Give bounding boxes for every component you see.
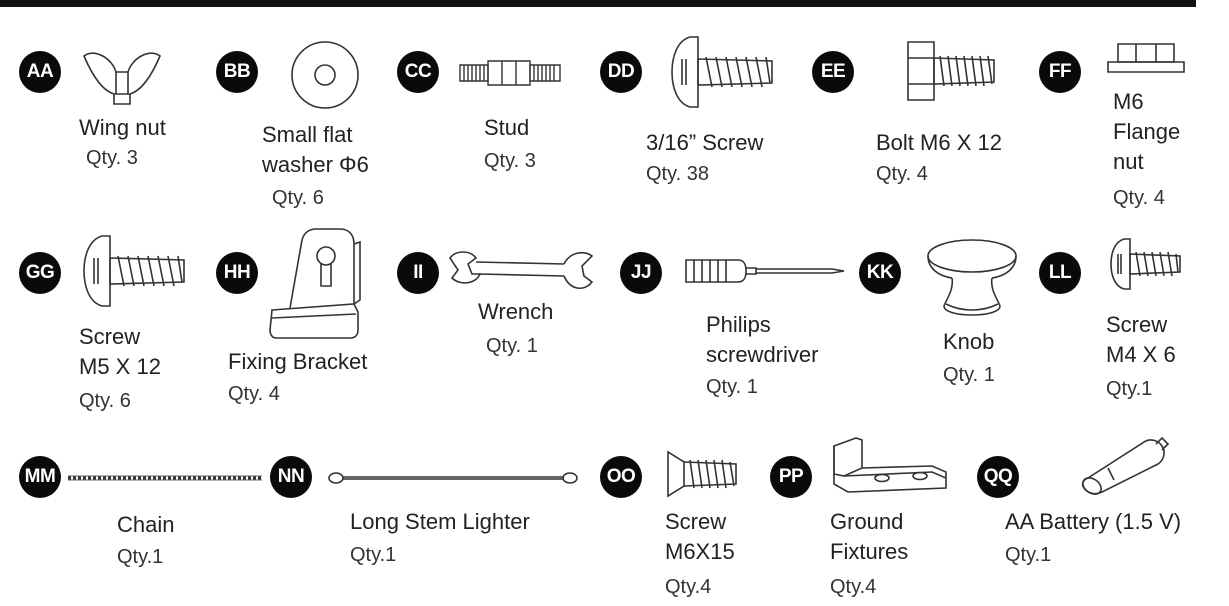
badge-ll: LL bbox=[1039, 252, 1081, 294]
part-qty-ll: Qty.1 bbox=[1106, 378, 1153, 400]
part-qty-gg: Qty. 6 bbox=[79, 390, 131, 412]
badge-oo: OO bbox=[600, 456, 642, 498]
part-name-ee: Bolt M6 X 12 bbox=[876, 130, 1002, 155]
part-qty-jj: Qty. 1 bbox=[706, 376, 758, 398]
part-name-ll: Screw M4 X 6 bbox=[1106, 312, 1176, 367]
part-name-pp: Ground Fixtures bbox=[830, 509, 909, 564]
wing-nut-icon bbox=[78, 44, 166, 110]
part-name-bb: Small flat washer Φ6 bbox=[262, 122, 369, 177]
flat-washer-icon bbox=[289, 36, 361, 114]
knob-icon bbox=[922, 234, 1022, 324]
part-name-gg: Screw M5 X 12 bbox=[79, 324, 161, 379]
badge-bb: BB bbox=[216, 51, 258, 93]
part-name-ii: Wrench bbox=[478, 299, 554, 324]
part-name-kk: Knob bbox=[943, 329, 995, 354]
part-qty-pp: Qty.4 bbox=[830, 576, 877, 598]
badge-kk: KK bbox=[859, 252, 901, 294]
screw-icon bbox=[668, 33, 780, 111]
part-qty-qq: Qty.1 bbox=[1005, 544, 1052, 566]
badge-ee: EE bbox=[812, 51, 854, 93]
screwdriver-icon bbox=[684, 256, 850, 286]
part-qty-ee: Qty. 4 bbox=[876, 163, 928, 185]
part-name-mm: Chain bbox=[117, 512, 175, 537]
badge-dd: DD bbox=[600, 51, 642, 93]
part-qty-cc: Qty. 3 bbox=[484, 150, 536, 172]
part-name-nn: Long Stem Lighter bbox=[350, 509, 530, 534]
badge-qq: QQ bbox=[977, 456, 1019, 498]
wrench-icon bbox=[446, 248, 596, 294]
badge-ii: II bbox=[397, 252, 439, 294]
part-name-jj: Philips screwdriver bbox=[706, 312, 819, 367]
badge-hh: HH bbox=[216, 252, 258, 294]
lighter-icon bbox=[326, 468, 582, 488]
screw-icon bbox=[1108, 236, 1184, 292]
part-name-oo: Screw M6X15 bbox=[665, 509, 735, 564]
part-name-aa: Wing nut bbox=[79, 115, 166, 140]
part-qty-oo: Qty.4 bbox=[665, 576, 712, 598]
part-name-cc: Stud bbox=[484, 115, 530, 140]
stud-icon bbox=[454, 58, 570, 88]
flat-head-screw-icon bbox=[664, 448, 742, 500]
badge-aa: AA bbox=[19, 51, 61, 93]
part-qty-dd: Qty. 38 bbox=[646, 163, 709, 185]
part-qty-kk: Qty. 1 bbox=[943, 364, 995, 386]
badge-jj: JJ bbox=[620, 252, 662, 294]
part-qty-nn: Qty.1 bbox=[350, 544, 397, 566]
chain-icon bbox=[66, 472, 264, 484]
part-qty-mm: Qty.1 bbox=[117, 546, 164, 568]
battery-icon bbox=[1078, 432, 1170, 496]
screw-icon bbox=[80, 232, 190, 310]
part-name-hh: Fixing Bracket bbox=[228, 349, 368, 374]
badge-pp: PP bbox=[770, 456, 812, 498]
part-name-dd: 3/16” Screw bbox=[646, 130, 764, 155]
badge-gg: GG bbox=[19, 252, 61, 294]
part-qty-aa: Qty. 3 bbox=[86, 147, 138, 169]
badge-cc: CC bbox=[397, 51, 439, 93]
badge-nn: NN bbox=[270, 456, 312, 498]
flange-nut-icon bbox=[1104, 40, 1188, 80]
part-qty-bb: Qty. 6 bbox=[272, 187, 324, 209]
part-qty-ii: Qty. 1 bbox=[486, 335, 538, 357]
part-name-qq: AA Battery (1.5 V) bbox=[1005, 509, 1182, 534]
part-qty-ff: Qty. 4 bbox=[1113, 187, 1165, 209]
top-rule bbox=[0, 0, 1196, 7]
part-qty-hh: Qty. 4 bbox=[228, 383, 280, 405]
part-name-ff: M6 Flange nut bbox=[1113, 89, 1181, 174]
fixing-bracket-icon bbox=[268, 226, 364, 342]
bolt-icon bbox=[904, 38, 1000, 104]
badge-ff: FF bbox=[1039, 51, 1081, 93]
badge-mm: MM bbox=[19, 456, 61, 498]
ground-fixture-icon bbox=[828, 436, 950, 496]
